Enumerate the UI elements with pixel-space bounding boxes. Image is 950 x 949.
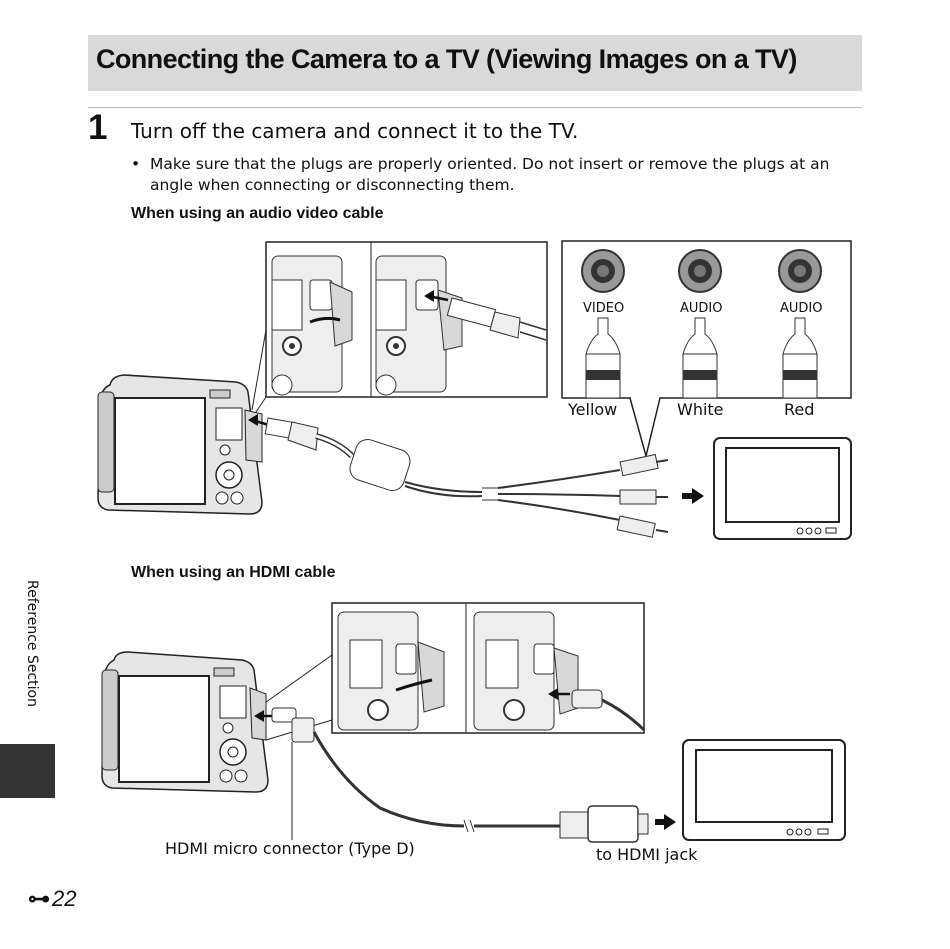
- title-rule: [88, 107, 862, 108]
- av-cable-heading: When using an audio video cable: [131, 205, 384, 222]
- step-number: 1: [88, 108, 108, 147]
- hdmi-cable-heading: When using an HDMI cable: [131, 564, 336, 581]
- page-number-value: 22: [52, 886, 77, 911]
- av-tv: [713, 437, 852, 540]
- jack-label-video: VIDEO: [583, 301, 625, 316]
- hdmi-cable: [271, 707, 649, 843]
- hdmi-camera: [101, 651, 274, 793]
- color-label-yellow: Yellow: [568, 400, 618, 419]
- jack-label-audio-white: AUDIO: [680, 301, 723, 316]
- av-camera: [97, 374, 273, 515]
- sidebar-section-label: Reference Section: [24, 580, 40, 707]
- step-bullet: • Make sure that the plugs are properly …: [131, 154, 841, 196]
- bullet-dot: •: [131, 155, 141, 173]
- jack-label-audio-red: AUDIO: [780, 301, 823, 316]
- color-label-white: White: [677, 400, 724, 419]
- color-label-red: Red: [784, 400, 815, 419]
- bullet-text: Make sure that the plugs are properly or…: [150, 155, 830, 194]
- reference-icon: ⊶: [28, 886, 50, 911]
- hdmi-jack-label: to HDMI jack: [596, 845, 698, 864]
- step-text: Turn off the camera and connect it to th…: [131, 119, 579, 143]
- sidebar-tab: [0, 744, 55, 798]
- page-number: ⊶22: [28, 886, 76, 912]
- hdmi-connector-label: HDMI micro connector (Type D): [165, 839, 415, 858]
- hdmi-tv: [682, 739, 846, 841]
- page-title: Connecting the Camera to a TV (Viewing I…: [96, 44, 797, 74]
- av-cable: [264, 417, 669, 538]
- title-bar: [88, 35, 862, 91]
